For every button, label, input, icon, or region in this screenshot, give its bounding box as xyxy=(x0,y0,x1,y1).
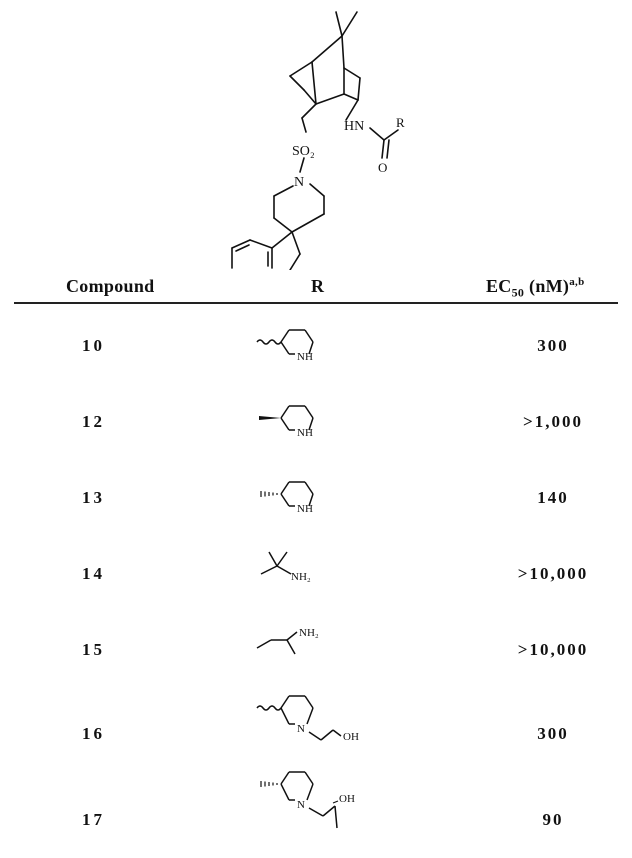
r-group-structure: NH₂ xyxy=(260,551,311,583)
ec50-value: 300 xyxy=(537,336,569,355)
r-label: NH xyxy=(297,503,313,515)
ec50-value: >1,000 xyxy=(523,412,583,431)
column-header-compound: Compound xyxy=(66,276,155,296)
ec50-value: 90 xyxy=(542,810,564,829)
column-header-r: R xyxy=(311,276,325,296)
ec50-subscript: 50 xyxy=(511,285,525,300)
r-group-structure: N OH xyxy=(256,695,359,743)
carbonyl-o-label: O xyxy=(378,160,387,175)
compound-id: 12 xyxy=(82,412,105,431)
ec50-value: 300 xyxy=(537,724,569,743)
ec50-unit: (nM) xyxy=(524,276,570,296)
r-group-structure: NH xyxy=(259,405,314,439)
r-group-structure: N OH xyxy=(260,771,355,829)
compound-id: 17 xyxy=(82,810,105,829)
r-label: NH xyxy=(297,427,313,439)
r-label: N xyxy=(297,723,305,735)
compound-id: 16 xyxy=(82,724,105,743)
compound-id: 13 xyxy=(82,488,105,507)
compound-id: 14 xyxy=(82,564,105,583)
r-label: N xyxy=(297,799,305,811)
ec50-value: 140 xyxy=(537,488,569,507)
ec50-label: EC xyxy=(486,276,512,296)
compound-id: 10 xyxy=(82,336,105,355)
ec50-footnote: a,b xyxy=(569,276,585,288)
sulfonyl-label: SO₂ xyxy=(292,144,315,159)
r-group-structure: NH xyxy=(256,329,314,363)
r-group-structure: NH₂ xyxy=(256,627,319,655)
r-label: NH₂ xyxy=(291,571,311,583)
ec50-value: >10,000 xyxy=(517,564,589,583)
core-scaffold-structure: SO₂ HN R O N xyxy=(231,11,405,270)
column-header-ec50: EC50 (nM)a,b xyxy=(486,276,585,301)
ec50-value: >10,000 xyxy=(517,640,589,659)
r-label: OH xyxy=(343,731,359,743)
r-label: OH xyxy=(339,793,355,805)
piperidine-n-label: N xyxy=(294,175,304,190)
compound-id: 15 xyxy=(82,640,105,659)
r-group-structure: NH xyxy=(260,481,314,515)
r-label: NH₂ xyxy=(299,627,319,639)
amide-nh-label: HN xyxy=(344,119,364,134)
r-label: NH xyxy=(297,351,313,363)
header-rule xyxy=(14,302,618,304)
r-group-label: R xyxy=(396,115,405,130)
